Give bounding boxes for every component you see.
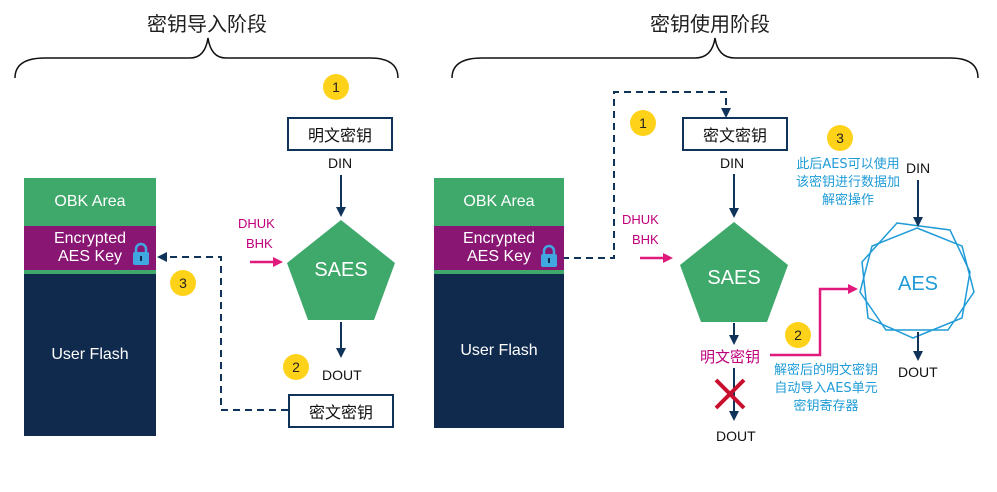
right-saes-pentagon [680, 222, 788, 322]
right-step-2-badge: 2 [785, 322, 811, 348]
aes-label: AES [897, 272, 939, 295]
left-saes-label: SAES [314, 258, 368, 281]
left-step-1-badge: 1 [323, 74, 349, 100]
left-step-2-badge: 2 [283, 354, 309, 380]
right-flash-memory: OBK Area Encrypted AES Key User Flash [434, 178, 564, 428]
left-step-3-badge: 3 [170, 270, 196, 296]
left-encrypted-key-line1: Encrypted [53, 230, 127, 247]
right-section-title: 密钥使用阶段 [650, 12, 770, 36]
right-saes-label: SAES [707, 266, 761, 289]
aes-dout-label: DOUT [898, 364, 938, 380]
right-encrypted-key-line2: AES Key [466, 248, 532, 265]
right-section-brace [451, 37, 979, 79]
right-flash-divider [434, 270, 564, 274]
left-plaintext-key-box: 明文密钥 [287, 117, 393, 151]
right-bhk-label: BHK [632, 232, 659, 247]
right-step-1-badge: 1 [630, 110, 656, 136]
left-section-brace [14, 37, 399, 79]
right-dashed-path [562, 91, 731, 259]
left-obk-area: OBK Area [24, 178, 156, 226]
right-din-label: DIN [720, 155, 745, 171]
lock-icon [132, 242, 150, 266]
cross-icon [714, 378, 746, 410]
left-section-title: 密钥导入阶段 [147, 12, 267, 36]
right-obk-area: OBK Area [434, 178, 564, 226]
right-note-usage: 此后AES可以使用该密钥进行数据加解密操作 [795, 157, 900, 208]
aes-shape-inner [861, 222, 971, 339]
left-saes-pentagon [287, 220, 395, 320]
left-encrypted-key-line2: AES Key [57, 248, 123, 265]
right-plaintext-key-label: 明文密钥 [700, 348, 761, 366]
lock-icon [540, 244, 558, 268]
right-dhuk-label: DHUK [622, 212, 659, 227]
left-flash-memory: OBK Area Encrypted AES Key User Flash [24, 178, 156, 436]
right-note-import: 解密后的明文密钥自动导入AES单元密钥寄存器 [773, 363, 878, 414]
left-dout-label: DOUT [322, 367, 362, 383]
aes-din-label: DIN [906, 160, 931, 176]
right-key-import-path [770, 284, 858, 357]
right-user-flash: User Flash [434, 274, 564, 428]
left-din-label: DIN [328, 155, 353, 171]
left-flash-divider [24, 270, 156, 274]
right-ciphertext-key-box: 密文密钥 [682, 117, 788, 151]
right-encrypted-key-line1: Encrypted [462, 230, 536, 247]
left-ciphertext-key-box: 密文密钥 [288, 394, 394, 428]
right-dout-blocked-label: DOUT [716, 428, 756, 444]
right-step-3-badge: 3 [827, 125, 853, 151]
left-bhk-label: BHK [246, 236, 273, 251]
left-dhuk-label: DHUK [238, 216, 275, 231]
left-user-flash: User Flash [24, 274, 156, 436]
